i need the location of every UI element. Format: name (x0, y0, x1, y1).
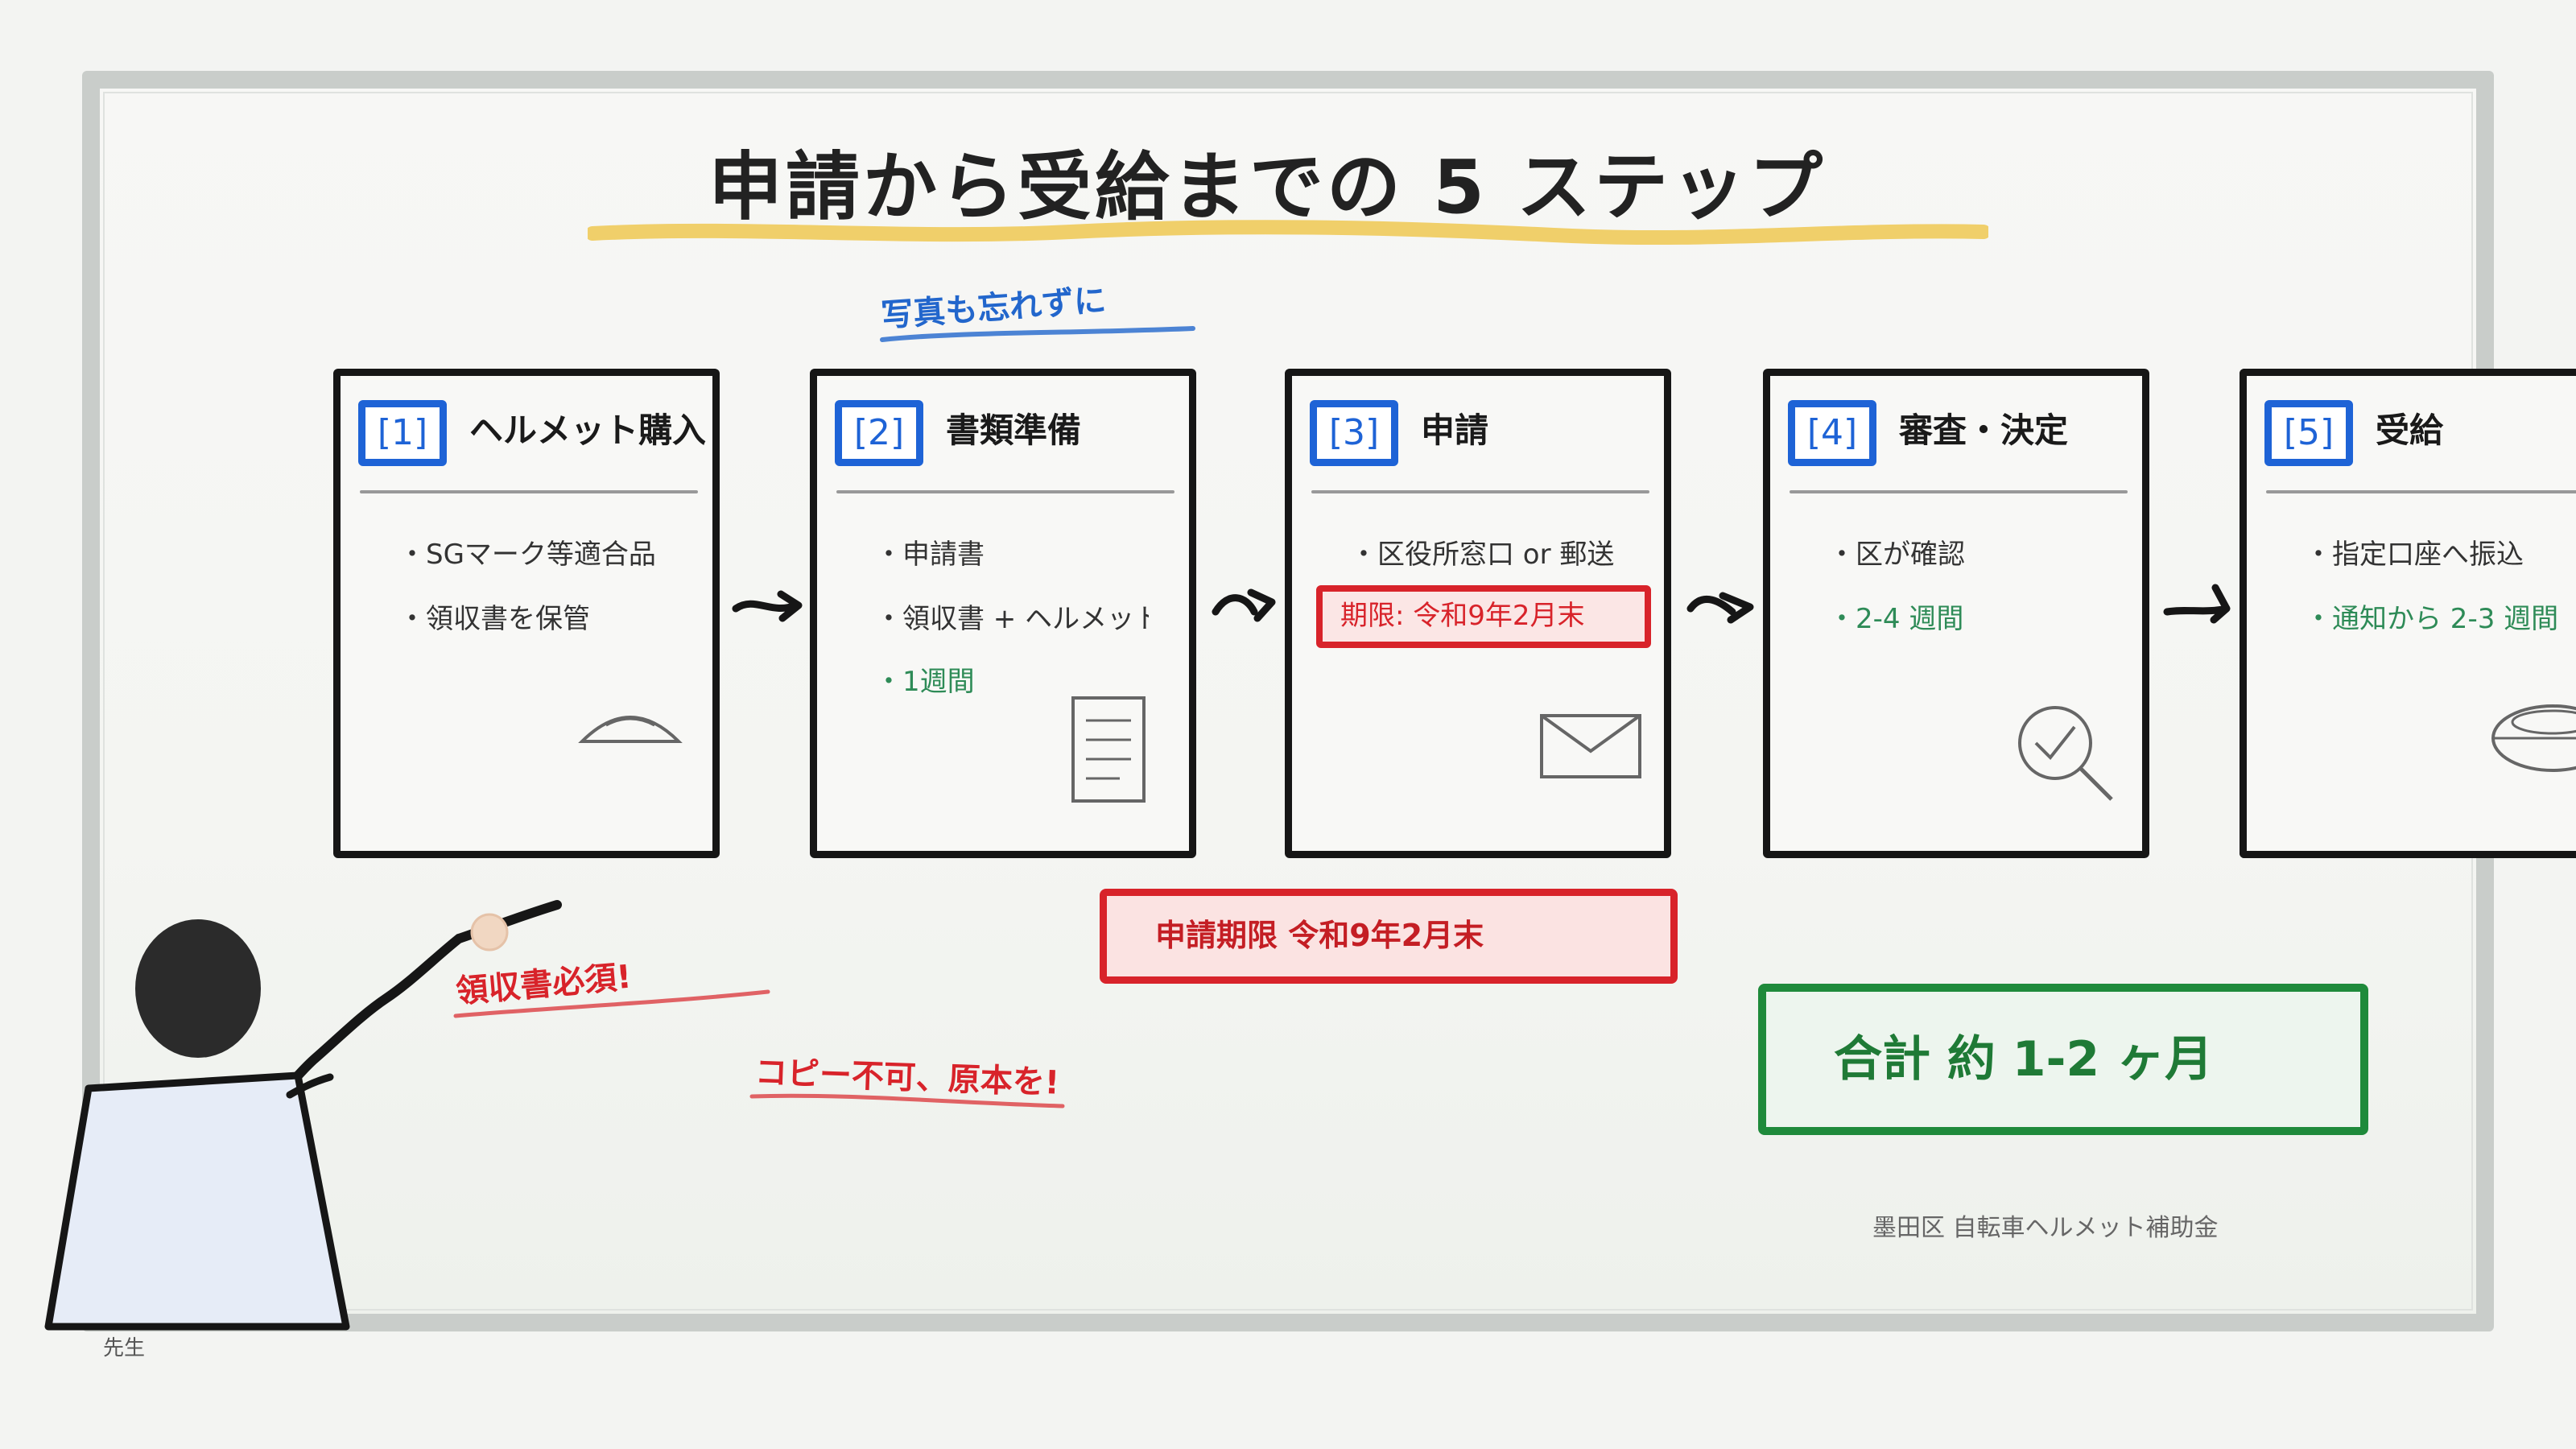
step-divider (1790, 490, 2128, 493)
total-duration-box: 合計 約 1-2 ヶ月 (1758, 984, 2368, 1135)
step-divider (1311, 490, 1649, 493)
step-bullet: ・申請書 (875, 539, 985, 571)
step-card-1: [1] ヘルメット購入 ・SGマーク等適合品 ・領収書を保管 (333, 369, 720, 858)
step-badge: [4] (1788, 400, 1876, 466)
teacher-body-icon (44, 1071, 350, 1331)
step-divider (2266, 490, 2576, 493)
step-divider (360, 490, 698, 493)
step-bullet: ・指定口座へ振込 (2305, 539, 2524, 571)
step-title: 審査・決定 (1899, 411, 2069, 450)
step-bullet: ・区役所窓口 or 郵送 (1350, 539, 1615, 571)
teacher-figure (44, 900, 562, 1331)
step-divider (836, 490, 1174, 493)
step-card-2: [2] 書類準備 ・申請書 ・領収書 + ヘルメット写真 ・1週間 (810, 369, 1196, 858)
step-duration: ・2-4 週間 (1828, 603, 1964, 635)
step-bullet: ・SGマーク等適合品 (398, 539, 656, 571)
step-bullet: ・領収書 + ヘルメット写真 (875, 603, 1149, 635)
step-bullet: ・区が確認 (1828, 539, 1965, 571)
step-title: 書類準備 (946, 411, 1082, 450)
teacher-head-icon (135, 919, 261, 1058)
step-duration: ・1週間 (875, 666, 975, 698)
pointer-hand-icon (470, 913, 509, 952)
step-badge: [2] (835, 400, 923, 466)
arrow-icon (1686, 592, 1754, 624)
deadline-inline-badge: 期限: 令和9年2月末 (1316, 585, 1651, 648)
step-card-4: [4] 審査・決定 ・区が確認 ・2-4 週間 (1763, 369, 2149, 858)
document-icon (1071, 696, 1146, 803)
arrow-icon (2163, 584, 2231, 624)
no-copy-underline (749, 1093, 1065, 1108)
step-title: ヘルメット購入 (469, 411, 707, 450)
step-badge: [5] (2264, 400, 2353, 466)
magnifier-check-icon (2018, 706, 2113, 801)
arrow-icon (1212, 588, 1276, 622)
coin-icon (2491, 704, 2576, 772)
step-badge: [3] (1310, 400, 1398, 466)
teacher-label: 先生 (103, 1336, 146, 1360)
photo-note-underline (880, 326, 1195, 342)
envelope-icon (1540, 714, 1641, 778)
arrow-icon (732, 590, 803, 622)
step-duration: ・通知から 2-3 週間 (2305, 603, 2559, 635)
helmet-icon (578, 716, 683, 743)
step-title: 受給 (2376, 411, 2444, 450)
step-badge: [1] (358, 400, 447, 466)
page-title: 申請から受給までの 5 ステップ (708, 144, 1827, 230)
footer-caption: 墨田区 自転車ヘルメット補助金 (1872, 1214, 2219, 1242)
deadline-box: 申請期限 令和9年2月末 (1100, 889, 1678, 984)
title-underline (588, 220, 1988, 246)
step-bullet: ・領収書を保管 (398, 603, 590, 635)
step-card-5: [5] 受給 ・指定口座へ振込 ・通知から 2-3 週間 (2240, 369, 2576, 858)
receipt-note-underline (453, 989, 770, 1018)
step-card-3: [3] 申請 ・区役所窓口 or 郵送 期限: 令和9年2月末 (1285, 369, 1671, 858)
step-title: 申請 (1421, 411, 1489, 450)
